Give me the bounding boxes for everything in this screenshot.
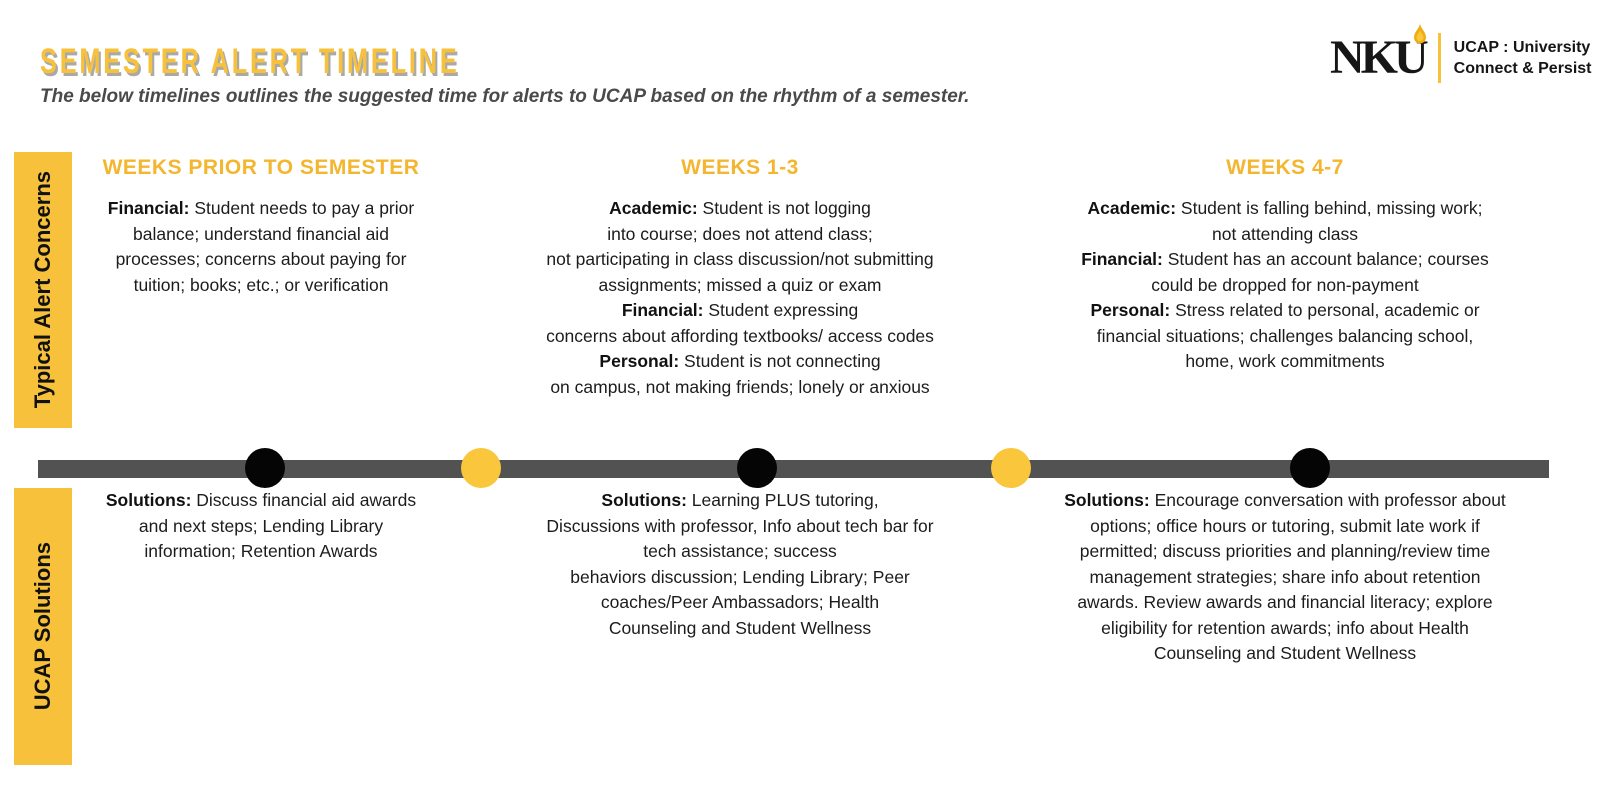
concern-text: Student is not logging into course; does… [546, 198, 934, 295]
page-subtitle: The below timelines outlines the suggest… [40, 86, 970, 107]
logo-text: UCAP : University Connect & Persist [1454, 37, 1592, 79]
solutions-weeks-1-3: Solutions: Learning PLUS tutoring, Discu… [510, 488, 970, 641]
solution-text: Discuss financial aid awards and next st… [138, 490, 417, 561]
column-header-weeks-prior: WEEKS PRIOR TO SEMESTER [102, 156, 420, 179]
logo-line1: UCAP : University [1453, 39, 1591, 56]
concern-text: Student is not connecting on campus, not… [550, 351, 930, 397]
solution-paragraph: Solutions: Encourage conversation with p… [1030, 488, 1540, 667]
side-label-typical-alert-concerns: Typical Alert Concerns [14, 152, 72, 428]
concern-label: Academic: [1087, 198, 1177, 218]
logo-line2: Connect & Persist [1453, 60, 1592, 77]
nku-wordmark: NKU [1330, 24, 1429, 84]
solution-paragraph: Solutions: Learning PLUS tutoring, Discu… [510, 488, 970, 641]
timeline-bar [38, 460, 1549, 478]
column-header-weeks-1-3: WEEKS 1-3 [681, 156, 799, 179]
concern-paragraph: Personal: Stress related to personal, ac… [1035, 298, 1535, 375]
concern-paragraph: Financial: Student needs to pay a prior … [85, 196, 437, 298]
side-label-text: UCAP Solutions [30, 542, 55, 711]
solution-label: Solutions: [601, 490, 687, 510]
concern-text: Student is falling behind, missing work;… [1180, 198, 1483, 244]
solution-text: Encourage conversation with professor ab… [1077, 490, 1506, 663]
solution-label: Solutions: [105, 490, 192, 510]
timeline-dot-5 [1290, 448, 1330, 488]
concern-paragraph: Personal: Student is not connecting on c… [510, 349, 970, 400]
concerns-weeks-prior: Financial: Student needs to pay a prior … [85, 196, 437, 298]
concern-text: Student needs to pay a prior balance; un… [115, 198, 415, 295]
nku-letters: NKU [1330, 31, 1429, 84]
timeline-dot-3 [737, 448, 777, 488]
concerns-weeks-1-3: Academic: Student is not logging into co… [510, 196, 970, 400]
concern-label: Personal: [1090, 300, 1171, 320]
solutions-weeks-4-7: Solutions: Encourage conversation with p… [1030, 488, 1540, 667]
concern-label: Financial: [1081, 249, 1163, 269]
concern-text: Stress related to personal, academic or … [1096, 300, 1480, 371]
side-label-text: Typical Alert Concerns [30, 171, 55, 409]
side-label-ucap-solutions: UCAP Solutions [14, 488, 72, 765]
concern-paragraph: Financial: Student has an account balanc… [1035, 247, 1535, 298]
timeline-dot-2 [461, 448, 501, 488]
page-title: SEMESTER ALERT TIMELINE [40, 42, 460, 81]
timeline-dot-1 [245, 448, 285, 488]
concern-text: Student expressing concerns about afford… [546, 300, 934, 346]
logo-divider [1437, 33, 1441, 83]
concerns-weeks-4-7: Academic: Student is falling behind, mis… [1035, 196, 1535, 375]
concern-label: Personal: [599, 351, 680, 371]
column-header-weeks-4-7: WEEKS 4-7 [1226, 156, 1344, 179]
concern-paragraph: Financial: Student expressing concerns a… [510, 298, 970, 349]
concern-paragraph: Academic: Student is falling behind, mis… [1035, 196, 1535, 247]
concern-label: Financial: [621, 300, 704, 320]
solution-label: Solutions: [1064, 490, 1150, 510]
concern-label: Academic: [609, 198, 698, 218]
solution-text: Learning PLUS tutoring, Discussions with… [546, 490, 934, 638]
concern-paragraph: Academic: Student is not logging into co… [510, 196, 970, 298]
timeline-dot-4 [991, 448, 1031, 488]
solutions-weeks-prior: Solutions: Discuss financial aid awards … [85, 488, 437, 565]
nku-ucap-logo: NKU UCAP : University Connect & Persist [1330, 24, 1592, 84]
solution-paragraph: Solutions: Discuss financial aid awards … [85, 488, 437, 565]
concern-text: Student has an account balance; courses … [1151, 249, 1489, 295]
flame-icon [1412, 24, 1428, 52]
concern-label: Financial: [107, 198, 190, 218]
